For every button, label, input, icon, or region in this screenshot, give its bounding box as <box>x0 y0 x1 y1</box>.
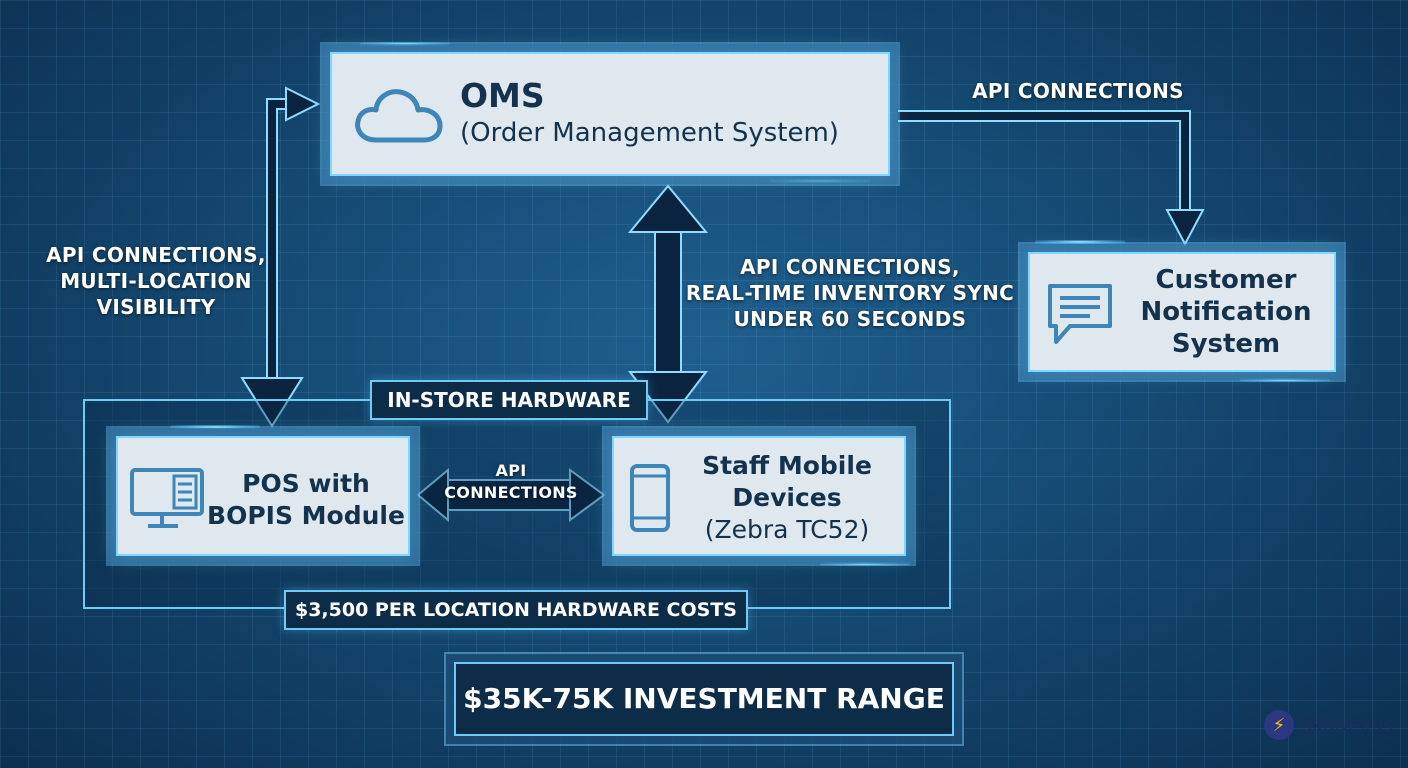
oms-title: OMS <box>460 76 545 115</box>
mobile-line-3: (Zebra TC52) <box>704 515 870 544</box>
label-oms-to-notification: API CONNECTIONS <box>972 79 1184 103</box>
mobile-line-2: Devices <box>732 483 842 512</box>
glow <box>820 562 910 566</box>
label-oms-pos-line-1: API CONNECTIONS, <box>46 243 266 267</box>
label-oms-pos: API CONNECTIONS, MULTI-LOCATION VISIBILI… <box>36 242 276 320</box>
investment-range-banner: $35K-75K INVESTMENT RANGE <box>454 662 954 736</box>
in-store-hardware-title: IN-STORE HARDWARE <box>370 380 648 420</box>
glow <box>1240 378 1330 382</box>
glow <box>770 179 870 183</box>
computer-icon <box>130 468 204 528</box>
staff-mobile-node: Staff Mobile Devices (Zebra TC52) <box>612 436 906 556</box>
label-oms-pos-line-3: VISIBILITY <box>96 295 216 319</box>
glow <box>170 425 260 429</box>
cloud-icon <box>355 89 443 143</box>
customer-notification-node: Customer Notification System <box>1028 252 1336 372</box>
notification-line-3: System <box>1171 329 1281 359</box>
label-pos-mobile-line-2: CONNECTIONS <box>444 483 578 502</box>
arrow-oms-pos <box>240 86 321 428</box>
pos-line-2: BOPIS Module <box>207 501 405 530</box>
brand-name: SkuNexus <box>1300 714 1394 736</box>
notification-line-2: Notification <box>1140 297 1312 327</box>
mobile-line-1: Staff Mobile <box>702 451 872 480</box>
label-oms-mobile: API CONNECTIONS, REAL-TIME INVENTORY SYN… <box>660 254 1040 332</box>
pos-line-1: POS with <box>242 469 370 498</box>
glow <box>360 42 450 46</box>
hardware-cost-label: $3,500 PER LOCATION HARDWARE COSTS <box>284 590 748 630</box>
lightning-bolt-icon: ⚡ <box>1264 710 1294 740</box>
label-oms-mobile-line-1: API CONNECTIONS, <box>740 255 960 279</box>
label-oms-pos-line-2: MULTI-LOCATION <box>60 269 252 293</box>
oms-subtitle: (Order Management System) <box>460 118 839 148</box>
label-pos-mobile: API CONNECTIONS <box>432 460 590 504</box>
chat-bubble-icon <box>1048 284 1112 344</box>
label-oms-mobile-line-2: REAL-TIME INVENTORY SYNC <box>685 281 1015 305</box>
glow <box>1035 240 1125 244</box>
smartphone-icon <box>630 464 670 532</box>
pos-node: POS with BOPIS Module <box>116 436 410 556</box>
oms-node: OMS (Order Management System) <box>330 52 890 176</box>
label-oms-mobile-line-3: UNDER 60 SECONDS <box>733 307 967 331</box>
notification-line-1: Customer <box>1155 265 1297 295</box>
arrow-oms-mobile <box>627 184 709 424</box>
brand-logo: ⚡ SkuNexus <box>1264 710 1393 740</box>
arrow-oms-to-notification <box>898 110 1205 247</box>
arrow-pos-mobile <box>416 467 606 523</box>
label-pos-mobile-line-1: API <box>495 461 527 480</box>
